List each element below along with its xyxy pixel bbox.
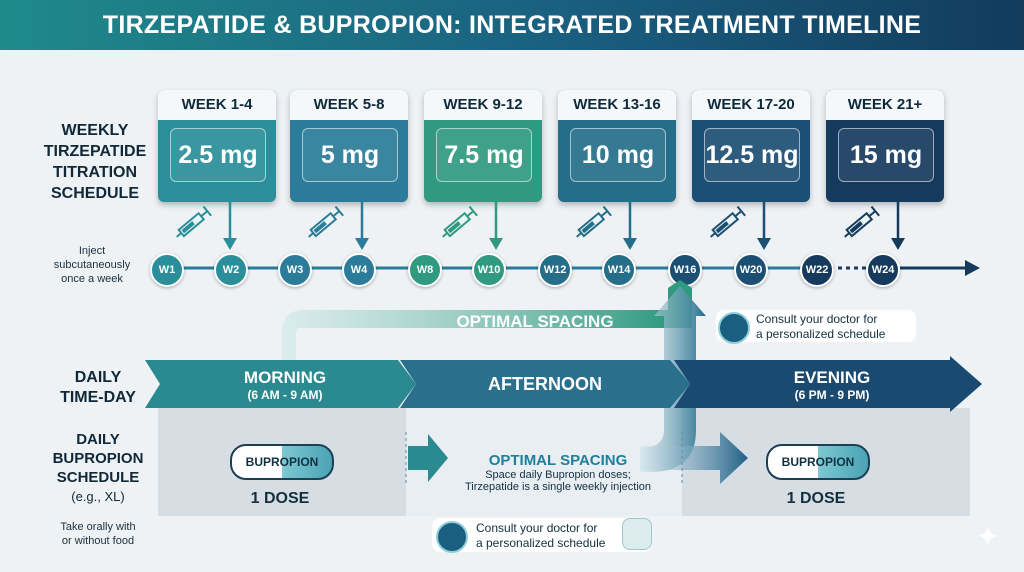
syringe-icon <box>576 205 612 238</box>
daily-time-label: DAILY TIME-DAY <box>60 369 136 406</box>
syringe-icon <box>844 205 880 238</box>
dose-spacing-arrow <box>405 432 748 486</box>
bupropion-schedule-label: DAILY BUPROPION SCHEDULE (e.g., XL) <box>52 431 144 504</box>
timeline-node: W2 <box>214 253 248 287</box>
inject-note: Inject subcutaneously once a week <box>53 245 131 285</box>
tirzepatide-dose: 12.5 mg <box>704 128 800 182</box>
syringe-icon <box>442 205 478 238</box>
timeline-node: W1 <box>150 253 184 287</box>
syringe-icon <box>308 205 344 238</box>
clock-icon <box>436 521 468 553</box>
week-card: WEEK 21+ 15 mg <box>826 90 944 202</box>
down-arrow-head <box>355 238 369 250</box>
timeline-node: W14 <box>602 253 636 287</box>
week-range: WEEK 13-16 <box>558 90 676 120</box>
week-range: WEEK 5-8 <box>290 90 408 120</box>
down-arrow-head <box>489 238 503 250</box>
week-card: WEEK 13-16 10 mg <box>558 90 676 202</box>
stomach-icon <box>622 518 652 550</box>
tirzepatide-dose: 5 mg <box>302 128 398 182</box>
timeline-node: W8 <box>408 253 442 287</box>
phase-morning: MORNING (6 AM - 9 AM) <box>243 368 327 402</box>
week-card: WEEK 9-12 7.5 mg <box>424 90 542 202</box>
tirzepatide-dose: 7.5 mg <box>436 128 532 182</box>
weekly-titration-label: WEEKLY TIRZEPATIDE TITRATION SCHEDULE <box>43 122 147 202</box>
injection-icons <box>176 202 905 250</box>
week-card: WEEK 5-8 5 mg <box>290 90 408 202</box>
consult-doctor-bottom: Consult your doctor for a personalized s… <box>432 518 652 553</box>
phase-evening: EVENING (6 PM - 9 PM) <box>793 368 871 402</box>
week-range: WEEK 1-4 <box>158 90 276 120</box>
oral-note: Take orally with or without food <box>60 521 136 547</box>
bupropion-pill-morning: BUPROPION <box>230 444 334 480</box>
timeline-node: W10 <box>472 253 506 287</box>
timeline-node: W22 <box>800 253 834 287</box>
down-arrow-head <box>223 238 237 250</box>
timeline-node: W24 <box>866 253 900 287</box>
down-arrow-head <box>623 238 637 250</box>
optimal-spacing-mid: OPTIMAL SPACING Space daily Bupropion do… <box>464 452 652 493</box>
down-arrow-head <box>757 238 771 250</box>
bupropion-pill-evening: BUPROPION <box>766 444 870 480</box>
dose-morning: 1 DOSE <box>250 490 310 507</box>
week-card: WEEK 1-4 2.5 mg <box>158 90 276 202</box>
week-card: WEEK 17-20 12.5 mg <box>692 90 810 202</box>
syringe-icon <box>176 205 212 238</box>
phase-afternoon: AFTERNOON <box>488 374 602 394</box>
timeline-node: W4 <box>342 253 376 287</box>
timeline-node: W3 <box>278 253 312 287</box>
tirzepatide-dose: 15 mg <box>838 128 934 182</box>
sparkle-icon: ✦ <box>976 521 1000 552</box>
week-range: WEEK 17-20 <box>692 90 810 120</box>
dose-evening: 1 DOSE <box>786 490 846 507</box>
consult-doctor-top: Consult your doctor for a personalized s… <box>716 310 916 344</box>
week-range: WEEK 21+ <box>826 90 944 120</box>
down-arrow-head <box>891 238 905 250</box>
tirzepatide-dose: 10 mg <box>570 128 666 182</box>
timeline-node: W12 <box>538 253 572 287</box>
tirzepatide-dose: 2.5 mg <box>170 128 266 182</box>
day-phase-band <box>145 356 982 412</box>
clock-icon <box>718 312 750 344</box>
page-title: TIRZEPATIDE & BUPROPION: INTEGRATED TREA… <box>0 0 1024 50</box>
timeline-node: W20 <box>734 253 768 287</box>
week-range: WEEK 9-12 <box>424 90 542 120</box>
optimal-spacing-top: OPTIMAL SPACING <box>456 312 614 331</box>
syringe-icon <box>710 205 746 238</box>
